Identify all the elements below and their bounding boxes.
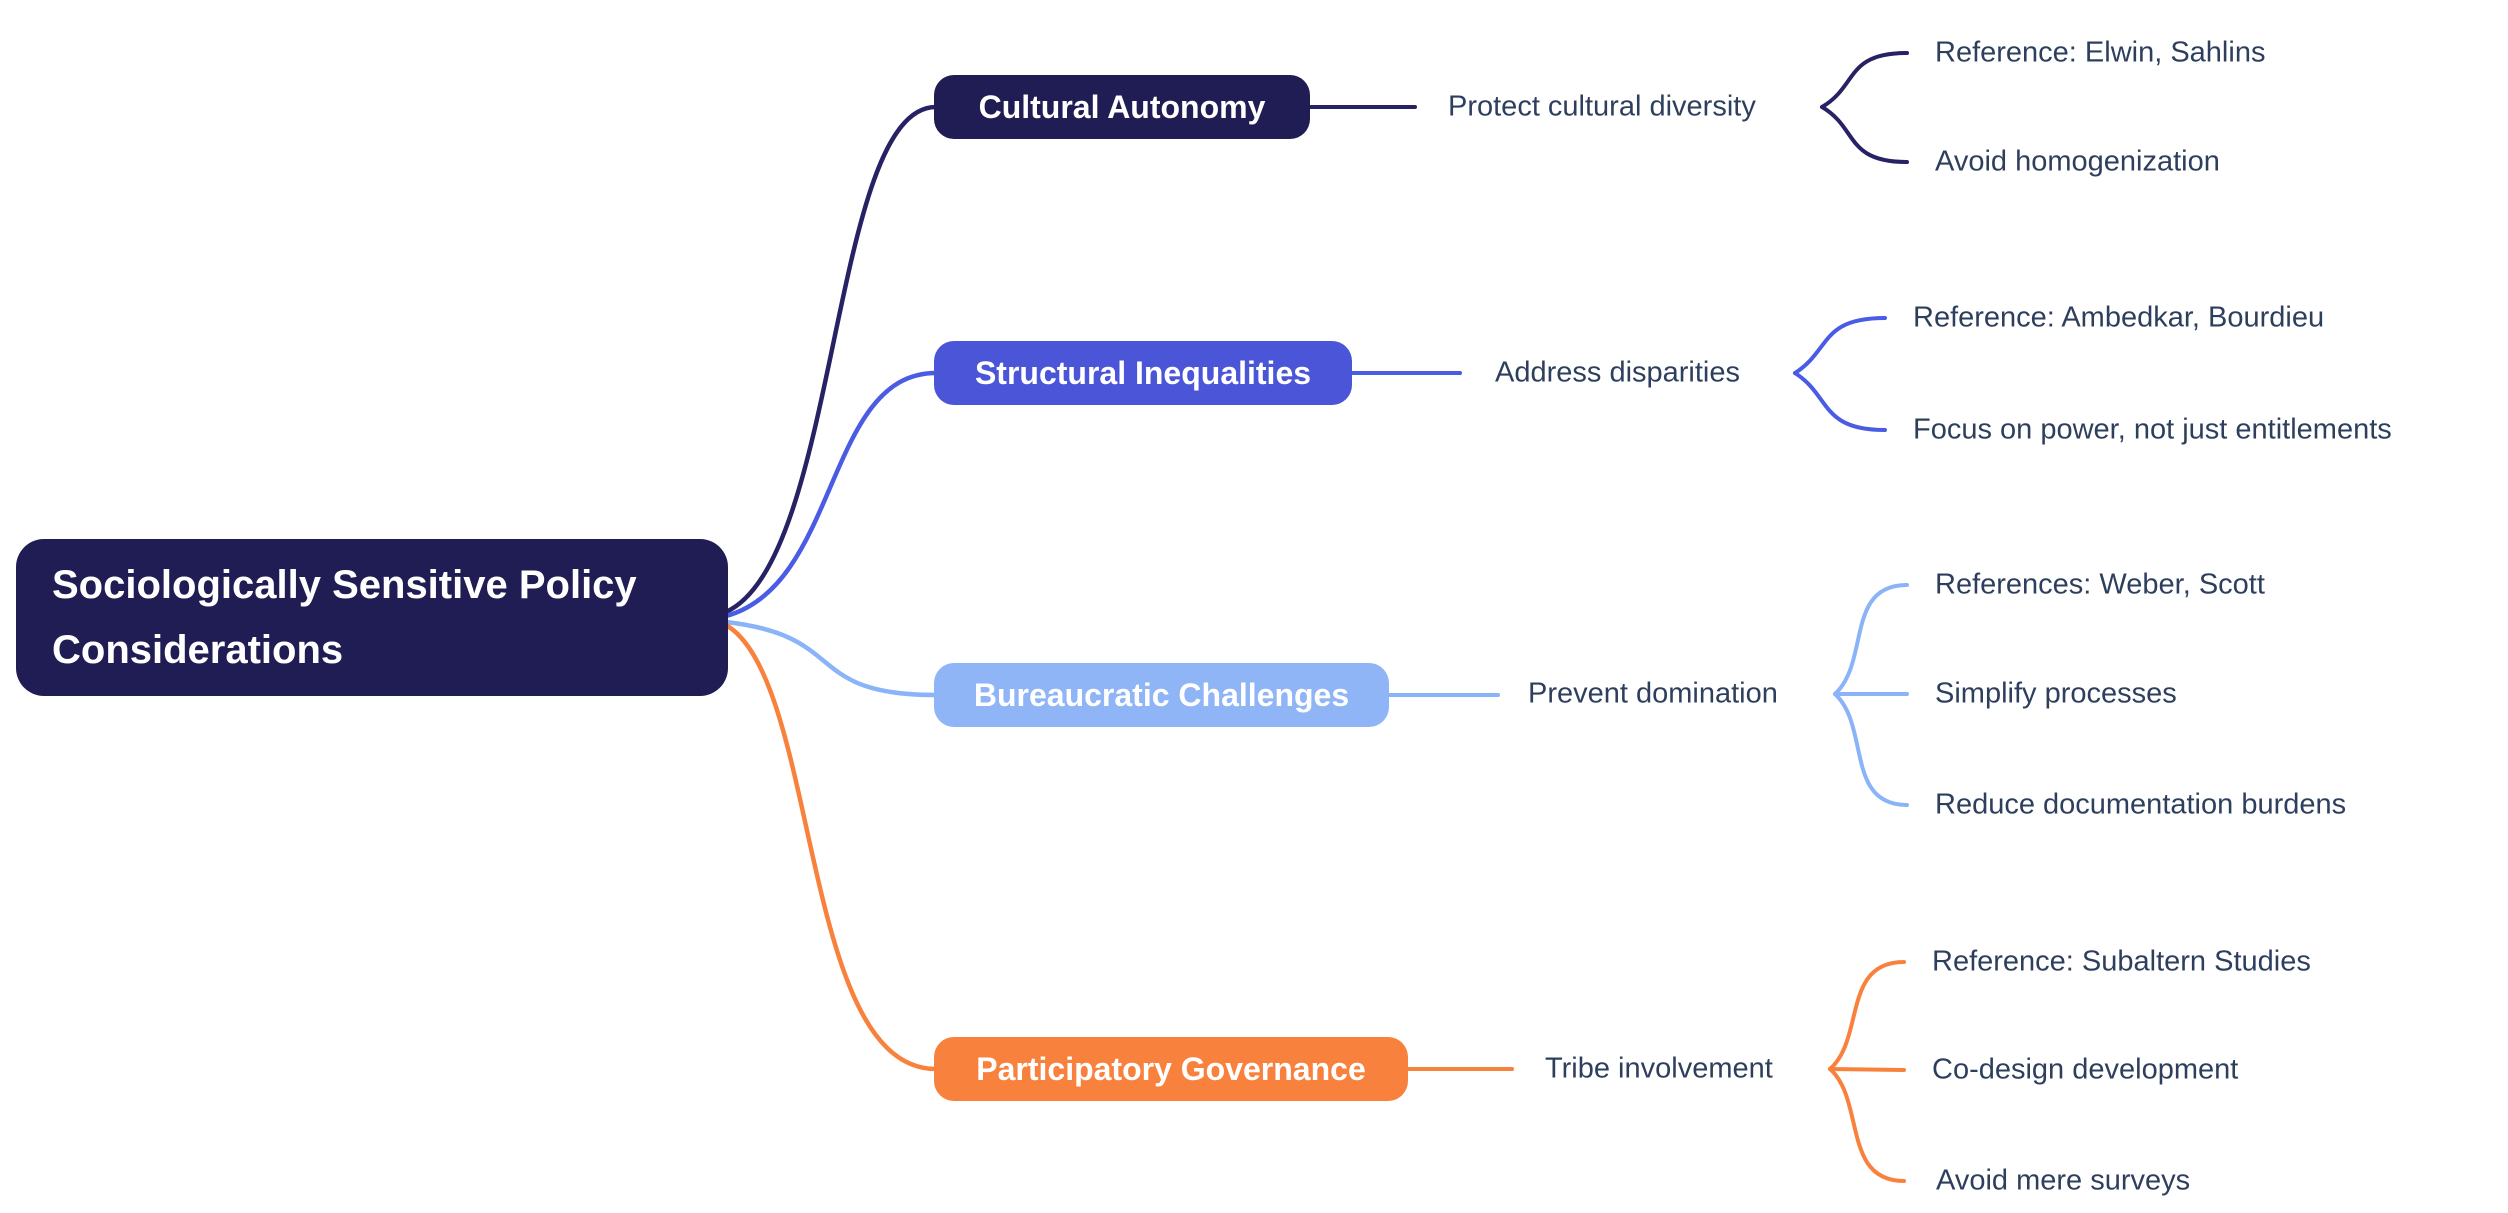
edge-subtopic0-to-leaf0	[1820, 51, 1909, 109]
branch-node-cultural-autonomy[interactable]: Cultural Autonomy	[934, 75, 1310, 139]
leaf-reference-ambedkar-bourdieu[interactable]: Reference: Ambedkar, Bourdieu	[1913, 301, 2325, 334]
edge-subtopic3-to-leaf2	[1828, 1067, 1906, 1183]
edge-root-to-structural-inequalities	[723, 370, 939, 619]
subtopic-tribe-involvement[interactable]: Tribe involvement	[1545, 1052, 1773, 1085]
leaf-focus-on-power[interactable]: Focus on power, not just entitlements	[1913, 413, 2392, 446]
leaf-reference-subaltern-studies[interactable]: Reference: Subaltern Studies	[1932, 945, 2311, 978]
edge-subtopic2-to-leaf0	[1833, 583, 1909, 696]
leaf-avoid-mere-surveys[interactable]: Avoid mere surveys	[1936, 1164, 2191, 1197]
leaf-reference-elwin-sahlins[interactable]: Reference: Elwin, Sahlins	[1935, 36, 2266, 69]
edge-subtopic2-to-leaf2	[1833, 692, 1909, 807]
subtopic-address-disparities[interactable]: Address disparities	[1495, 356, 1740, 389]
edge-root-to-participatory-governance	[723, 622, 939, 1072]
root-node[interactable]: Sociologically Sensitive Policy Consider…	[16, 539, 728, 696]
edge-subtopic0-to-leaf1	[1820, 105, 1909, 164]
branch-node-participatory-governance[interactable]: Participatory Governance	[934, 1037, 1408, 1101]
leaf-simplify-processes[interactable]: Simplify processes	[1935, 677, 2177, 710]
leaf-reduce-documentation-burdens[interactable]: Reduce documentation burdens	[1935, 788, 2347, 821]
edge-subtopic1-to-leaf1	[1793, 371, 1887, 432]
edge-subtopic3-to-leaf0	[1828, 960, 1906, 1071]
branch-node-structural-inequalities[interactable]: Structural Inequalities	[934, 341, 1352, 405]
subtopic-prevent-domination[interactable]: Prevent domination	[1528, 677, 1778, 710]
edge-subtopic1-to-leaf0	[1793, 316, 1887, 375]
subtopic-protect-cultural-diversity[interactable]: Protect cultural diversity	[1448, 90, 1756, 123]
edge-root-to-cultural-autonomy	[723, 104, 939, 615]
leaf-co-design-development[interactable]: Co-design development	[1932, 1053, 2239, 1086]
leaf-references-weber-scott[interactable]: References: Weber, Scott	[1935, 568, 2265, 601]
edge-subtopic3-to-leaf1	[1828, 1067, 1906, 1072]
edge-root-to-bureaucratic-challenges	[723, 619, 939, 698]
leaf-avoid-homogenization[interactable]: Avoid homogenization	[1935, 145, 2220, 178]
branch-node-bureaucratic-challenges[interactable]: Bureaucratic Challenges	[934, 663, 1389, 727]
